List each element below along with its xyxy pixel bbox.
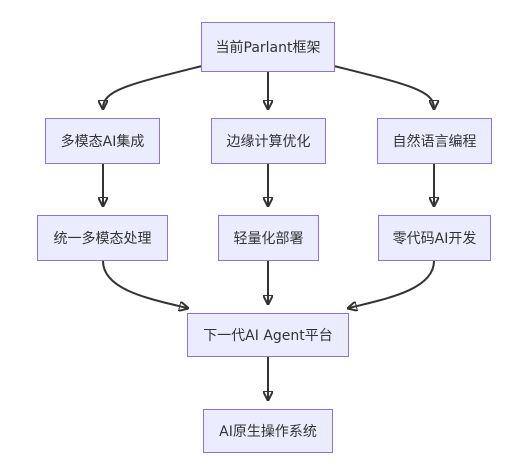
node-multimodal-ai: 多模态AI集成 — [45, 118, 160, 164]
node-lightweight-deploy: 轻量化部署 — [218, 215, 319, 261]
node-zero-code-ai: 零代码AI开发 — [378, 215, 491, 261]
edge-current-to-multimodal-ai — [103, 65, 203, 108]
node-current-parlant: 当前Parlant框架 — [201, 22, 335, 72]
node-next-gen-agent: 下一代AI Agent平台 — [187, 313, 349, 357]
node-unified-multimodal: 统一多模态处理 — [37, 215, 168, 261]
node-ai-native-os: AI原生操作系统 — [203, 409, 333, 453]
node-edge-compute: 边缘计算优化 — [211, 118, 326, 164]
edge-zero-code-to-next-gen — [349, 260, 435, 308]
node-nlp-programming: 自然语言编程 — [377, 118, 492, 164]
edge-unified-to-next-gen — [102, 260, 187, 308]
edge-current-to-nlp-programming — [333, 65, 434, 108]
